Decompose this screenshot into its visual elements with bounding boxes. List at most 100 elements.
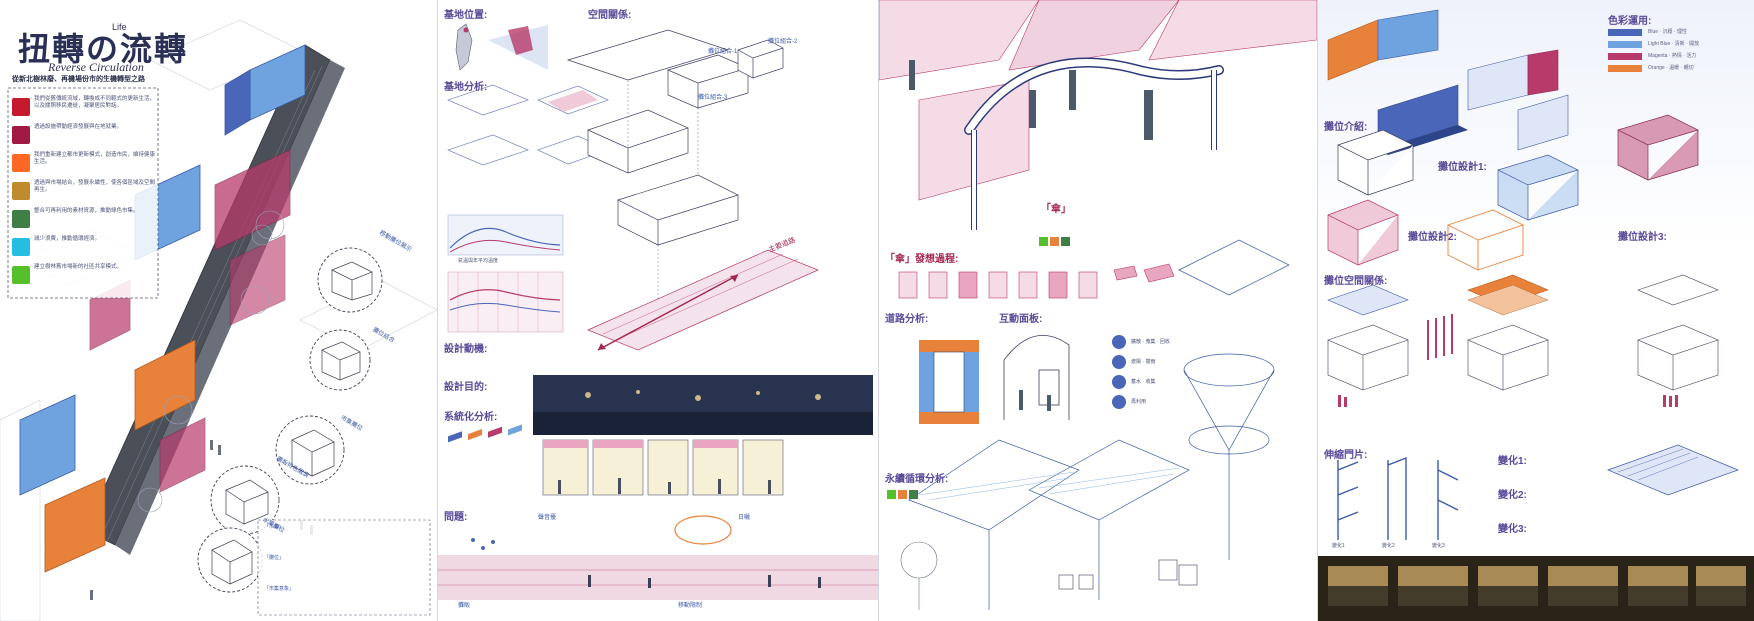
panel-umbrella-design: 「傘」發想過程: 道路分析: 互動面板: 永續循環分析: 「傘」 擴散 · 蒐集… [879, 0, 1317, 621]
palette-item: Blue · 沉穩 · 理性 [1608, 28, 1748, 38]
problem-mobility: 移動限制 [678, 603, 703, 609]
heading-variant-2: 變化2: [1498, 490, 1527, 501]
icon-label: 蓄水 · 收集 [1131, 379, 1156, 385]
system-blocks [448, 424, 522, 443]
poster-title: 扭轉の流轉 [18, 31, 189, 67]
heading-site-analysis: 基地分析: [444, 82, 488, 93]
label-combo-2: 攤位組合-2 [768, 39, 798, 45]
sdg-icon [12, 98, 30, 116]
footnote-heading: 「市集」 [264, 524, 285, 530]
footnote-heading: 「攤位」 [264, 555, 285, 561]
space-relation-axon [566, 29, 784, 246]
booth-intro-boxes [1327, 114, 1699, 271]
heading-color-usage: 色彩運用: [1608, 16, 1652, 27]
heading-umbrella-process: 「傘」發想過程: [885, 254, 959, 265]
panel-main-perspective: 扭轉の流轉 Life Reverse Circulation 從新北樹林廢、再機… [0, 0, 437, 621]
climate-chart-2 [447, 271, 564, 333]
icon-label: 擴散 · 蒐集 · 回收 [1131, 339, 1170, 345]
sdg-icon [12, 210, 30, 228]
panel-divider [1317, 0, 1318, 621]
icon-label: 遮陽 · 擋雨 [1131, 359, 1156, 365]
problem-sun: 日曬 [738, 515, 751, 521]
heading-booth-2: 攤位設計2: [1408, 232, 1457, 243]
sdg-icon [12, 266, 30, 284]
sdg-icon [12, 154, 30, 172]
heading-site-location: 基地位置: [444, 10, 488, 21]
heading-booth-intro: 攤位介紹: [1324, 122, 1368, 133]
sdg-item: 建立樹林舊市場新的社區共享模式。 [12, 264, 157, 288]
poster-subtitle: 從新北樹林廢、再機場份市的生機轉型之路 [12, 76, 145, 83]
panel-divider [878, 0, 879, 621]
sdg-icon [12, 182, 30, 200]
palette-swatch [1608, 65, 1642, 72]
booth-design-drawings [1318, 9, 1754, 621]
booth-cluster-axon [1327, 9, 1569, 155]
poster-title-tag: Life [112, 22, 127, 32]
panel-site-analysis: 基地位置: 基地分析: 空間關係: 攤位組合-1 攤位組合-2 攤位組合-3 主… [438, 0, 878, 621]
palette-swatch [1608, 53, 1642, 60]
heading-variant-3: 變化3: [1498, 524, 1527, 535]
site-analysis-drawings [438, 23, 878, 621]
sdg-icon [12, 238, 30, 256]
problem-noise: 聲音擾 [538, 515, 557, 521]
heading-variant-1: 變化1: [1498, 456, 1527, 467]
heading-path-analysis: 道路分析: [885, 314, 929, 325]
heading-umbrella: 「傘」 [1041, 204, 1071, 215]
heading-interaction-panel: 互動面板: [999, 314, 1043, 325]
palette-item: Light Blue · 清新 · 開放 [1608, 40, 1748, 50]
heading-design-goal: 設計目的: [444, 382, 488, 393]
path-analysis [919, 340, 979, 424]
umbrella-concept-sequence [898, 263, 1175, 299]
label-combo-1: 攤位組合-1 [708, 49, 738, 55]
door-variant-label: 變化2 [1382, 543, 1395, 549]
poster-subtitle-en: Reverse Circulation [48, 60, 144, 74]
panel-booth-design: 色彩運用: Blue · 沉穩 · 理性 Light Blue · 清新 · 開… [1318, 0, 1754, 621]
arch-gate [964, 57, 1224, 230]
footnote-heading: 「市集意象」 [264, 586, 295, 592]
umbrella-design-drawings [879, 0, 1317, 610]
climate-chart-1 [447, 214, 564, 256]
eco-icons [887, 237, 1070, 499]
detail-callouts [197, 247, 383, 593]
door-variants [1337, 456, 1459, 540]
heading-booth-space: 攤位空間關係: [1324, 276, 1388, 287]
umbrella-structures [908, 239, 1290, 610]
pink-canopy-perspective [879, 0, 1317, 201]
heading-door: 伸縮門片: [1324, 450, 1368, 461]
sdg-item: 整合可再利用的素材資源，推動綠色市集。 [12, 208, 157, 232]
heading-space-relation: 空間關係: [588, 10, 632, 21]
palette-item: Magenta · 熱情 · 活力 [1608, 52, 1748, 62]
awning-variant [1607, 444, 1739, 496]
sdg-item: 減少浪費，推動循環經濟。 [12, 236, 157, 260]
heading-booth-1: 攤位設計1: [1438, 162, 1487, 173]
door-variant-label: 變化3 [1432, 543, 1445, 549]
palette-swatch [1608, 41, 1642, 48]
heading-problems: 問題: [444, 512, 468, 523]
label-combo-3: 攤位組合-3 [698, 95, 728, 101]
palette-item: Orange · 溫暖 · 親切 [1608, 64, 1748, 74]
booth-space-exploded [1327, 274, 1719, 391]
booth-row-illustration [542, 439, 784, 496]
sdg-icon [12, 126, 30, 144]
interaction-panel-sketch [1003, 335, 1070, 420]
main-perspective-drawing [0, 19, 437, 621]
booth-blue-right [134, 44, 306, 493]
sdg-item: 我們從舊傳統流域，轉換成不同範式的更新生活，以及關照移民遷徙，凝聚居民對話。 [12, 96, 157, 120]
door-variant-label: 變化1 [1332, 543, 1345, 549]
problem-vendor: 攤販 [458, 603, 471, 609]
interaction-icons [1112, 335, 1126, 409]
chart-caption: 氣溫與年平均溫度 [458, 258, 499, 264]
icon-label: 再利用 [1131, 399, 1147, 405]
main-street-axon [587, 249, 819, 351]
heading-system-analysis: 系統化分析: [444, 412, 498, 423]
sdg-item: 透過與市場結合，發展永續性，使各個區域及空間再生。 [12, 180, 157, 204]
sdg-item: 我們重新建立都市更新模式，創造市民，維持健康生活。 [12, 152, 157, 176]
taiwan-map [455, 23, 473, 71]
sdg-item: 透過設施帶動經濟發展與在地就業。 [12, 124, 157, 148]
heading-booth-3: 攤位設計3: [1618, 232, 1667, 243]
heading-sustain-analysis: 永續循環分析: [885, 474, 949, 485]
panel-divider [437, 0, 438, 621]
heading-design-motive: 設計動機: [444, 344, 488, 355]
palette-swatch [1608, 29, 1642, 36]
